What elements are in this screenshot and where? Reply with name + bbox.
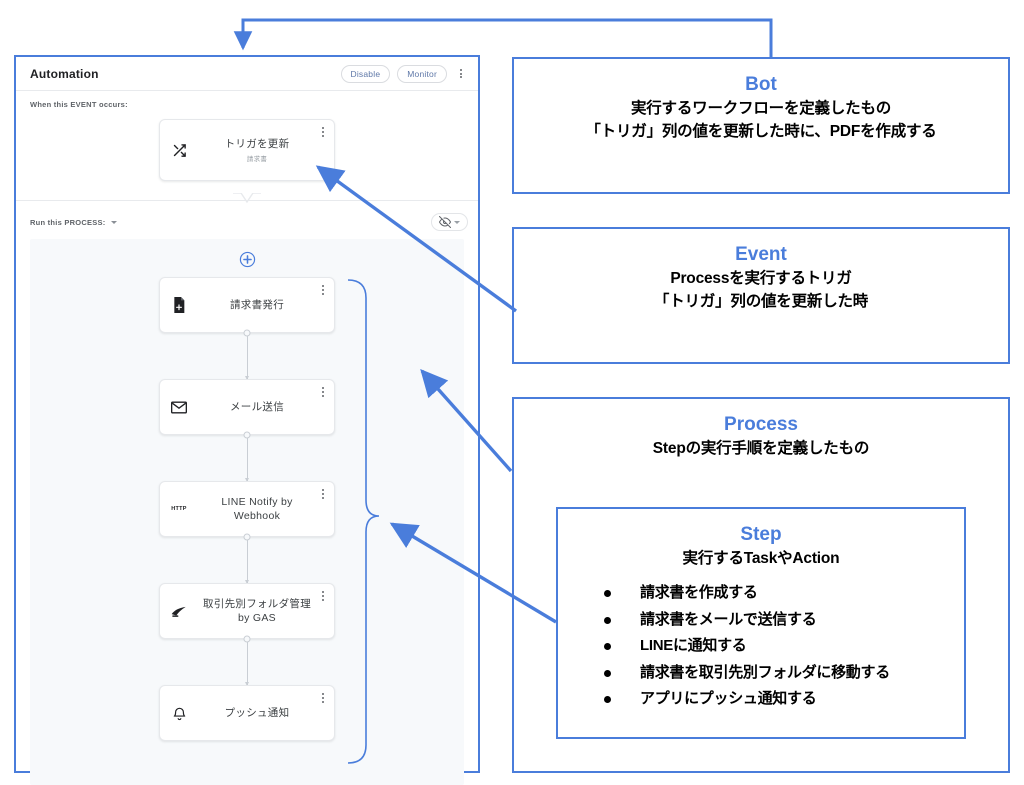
trigger-card-text: トリガを更新 請求書 bbox=[198, 137, 334, 163]
more-vert-icon[interactable] bbox=[454, 66, 468, 82]
section-divider bbox=[16, 189, 478, 211]
script-icon bbox=[160, 605, 198, 618]
trigger-card-title: トリガを更新 bbox=[224, 138, 290, 150]
step-connector-3 bbox=[243, 533, 251, 584]
visibility-toggle[interactable] bbox=[431, 213, 468, 231]
step-card-5[interactable]: プッシュ通知 bbox=[159, 685, 335, 741]
trigger-card[interactable]: トリガを更新 請求書 bbox=[159, 119, 335, 181]
panel-header-actions: Disable Monitor bbox=[340, 64, 469, 83]
note-step-line-1: 実行するTaskやAction bbox=[682, 550, 840, 567]
connector-arrow bbox=[245, 682, 249, 686]
panel-header: Automation Disable Monitor bbox=[16, 57, 478, 91]
divider-notch-icon bbox=[233, 193, 261, 204]
step-card-3-text: LINE Notify by Webhook bbox=[198, 495, 334, 523]
visibility-chevron-icon bbox=[454, 220, 460, 224]
step-item: 請求書をメールで送信する bbox=[604, 607, 964, 634]
chevron-down-icon[interactable] bbox=[110, 220, 117, 224]
step-item: 請求書を取引先別フォルダに移動する bbox=[604, 660, 964, 687]
step-card-1[interactable]: 請求書発行 bbox=[159, 277, 335, 333]
connector-dot bbox=[243, 533, 251, 541]
process-canvas: 請求書発行 bbox=[30, 239, 464, 785]
note-event-title: Event bbox=[735, 244, 787, 265]
bell-icon bbox=[160, 706, 198, 721]
trigger-card-wrap: トリガを更新 請求書 bbox=[16, 119, 478, 181]
note-event-line-2: 「トリガ」列の値を更新した時 bbox=[653, 293, 869, 310]
connector-arrow bbox=[245, 478, 249, 482]
step-item: LINEに通知する bbox=[604, 633, 964, 660]
disable-button[interactable]: Disable bbox=[340, 64, 391, 83]
add-step-wrap bbox=[30, 251, 464, 268]
step-item: 請求書を作成する bbox=[604, 580, 964, 607]
event-section: When this EVENT occurs: bbox=[16, 91, 478, 211]
note-bot-title: Bot bbox=[745, 74, 777, 95]
step-card-3[interactable]: HTTP LINE Notify by Webhook bbox=[159, 481, 335, 537]
step-connector-4 bbox=[243, 635, 251, 686]
note-bot-line-1: 実行するワークフローを定義したもの bbox=[630, 100, 892, 117]
step-item: アプリにプッシュ通知する bbox=[604, 686, 964, 713]
note-step-title: Step bbox=[740, 524, 782, 545]
connector-arrow bbox=[245, 376, 249, 380]
mail-icon bbox=[160, 401, 198, 414]
process-section-label: Run this PROCESS: bbox=[30, 217, 106, 227]
note-event-line-1: Processを実行するトリガ bbox=[670, 270, 852, 287]
step-card-5-text: プッシュ通知 bbox=[198, 706, 334, 720]
step-card-4-title: 取引先別フォルダ管理 by GAS bbox=[203, 598, 311, 624]
step-card-2-text: メール送信 bbox=[198, 400, 334, 414]
monitor-button[interactable]: Monitor bbox=[397, 64, 447, 83]
step-card-4-text: 取引先別フォルダ管理 by GAS bbox=[198, 597, 334, 625]
note-process-title: Process bbox=[724, 414, 798, 435]
shuffle-icon bbox=[160, 143, 198, 158]
note-bot-line-2: 「トリガ」列の値を更新した時に、PDFを作成する bbox=[585, 123, 937, 140]
step-card-5-title: プッシュ通知 bbox=[224, 707, 290, 719]
step-card-more-icon[interactable] bbox=[316, 282, 330, 298]
http-icon: HTTP bbox=[171, 506, 187, 512]
file-document-icon bbox=[160, 297, 198, 313]
step-card-1-title: 請求書発行 bbox=[230, 299, 284, 311]
connector-dot bbox=[243, 635, 251, 643]
add-circle-icon[interactable] bbox=[239, 251, 256, 268]
connector-dot bbox=[243, 329, 251, 337]
eye-off-icon bbox=[439, 216, 451, 228]
step-card-2-title: メール送信 bbox=[230, 401, 284, 413]
step-card-list: 請求書発行 bbox=[30, 277, 464, 741]
note-bot: Bot 実行するワークフローを定義したもの 「トリガ」列の値を更新した時に、PD… bbox=[512, 57, 1010, 194]
step-card-2[interactable]: メール送信 bbox=[159, 379, 335, 435]
process-section-header: Run this PROCESS: bbox=[16, 211, 478, 233]
step-connector-1 bbox=[243, 329, 251, 380]
step-card-4[interactable]: 取引先別フォルダ管理 by GAS bbox=[159, 583, 335, 639]
automation-panel: Automation Disable Monitor When this EVE… bbox=[14, 55, 480, 785]
connector-arrow bbox=[245, 580, 249, 584]
divider-line bbox=[16, 200, 478, 201]
trigger-card-more-icon[interactable] bbox=[316, 124, 330, 140]
connector-bot bbox=[233, 18, 773, 57]
step-card-more-icon[interactable] bbox=[316, 588, 330, 604]
connector-dot bbox=[243, 431, 251, 439]
note-event: Event Processを実行するトリガ 「トリガ」列の値を更新した時 bbox=[512, 227, 1010, 364]
step-card-more-icon[interactable] bbox=[316, 384, 330, 400]
step-card-1-text: 請求書発行 bbox=[198, 298, 334, 312]
step-connector-2 bbox=[243, 431, 251, 482]
step-item-list: 請求書を作成する 請求書をメールで送信する LINEに通知する 請求書を取引先別… bbox=[558, 580, 964, 713]
step-card-3-title: LINE Notify by Webhook bbox=[221, 496, 293, 522]
step-card-more-icon[interactable] bbox=[316, 690, 330, 706]
event-section-label: When this EVENT occurs: bbox=[30, 100, 128, 109]
panel-title: Automation bbox=[30, 66, 99, 81]
step-card-more-icon[interactable] bbox=[316, 486, 330, 502]
trigger-card-subtitle: 請求書 bbox=[246, 156, 268, 163]
note-process-line-1: Stepの実行手順を定義したもの bbox=[652, 440, 870, 457]
note-step: Step 実行するTaskやAction 請求書を作成する 請求書をメールで送信… bbox=[556, 507, 966, 739]
